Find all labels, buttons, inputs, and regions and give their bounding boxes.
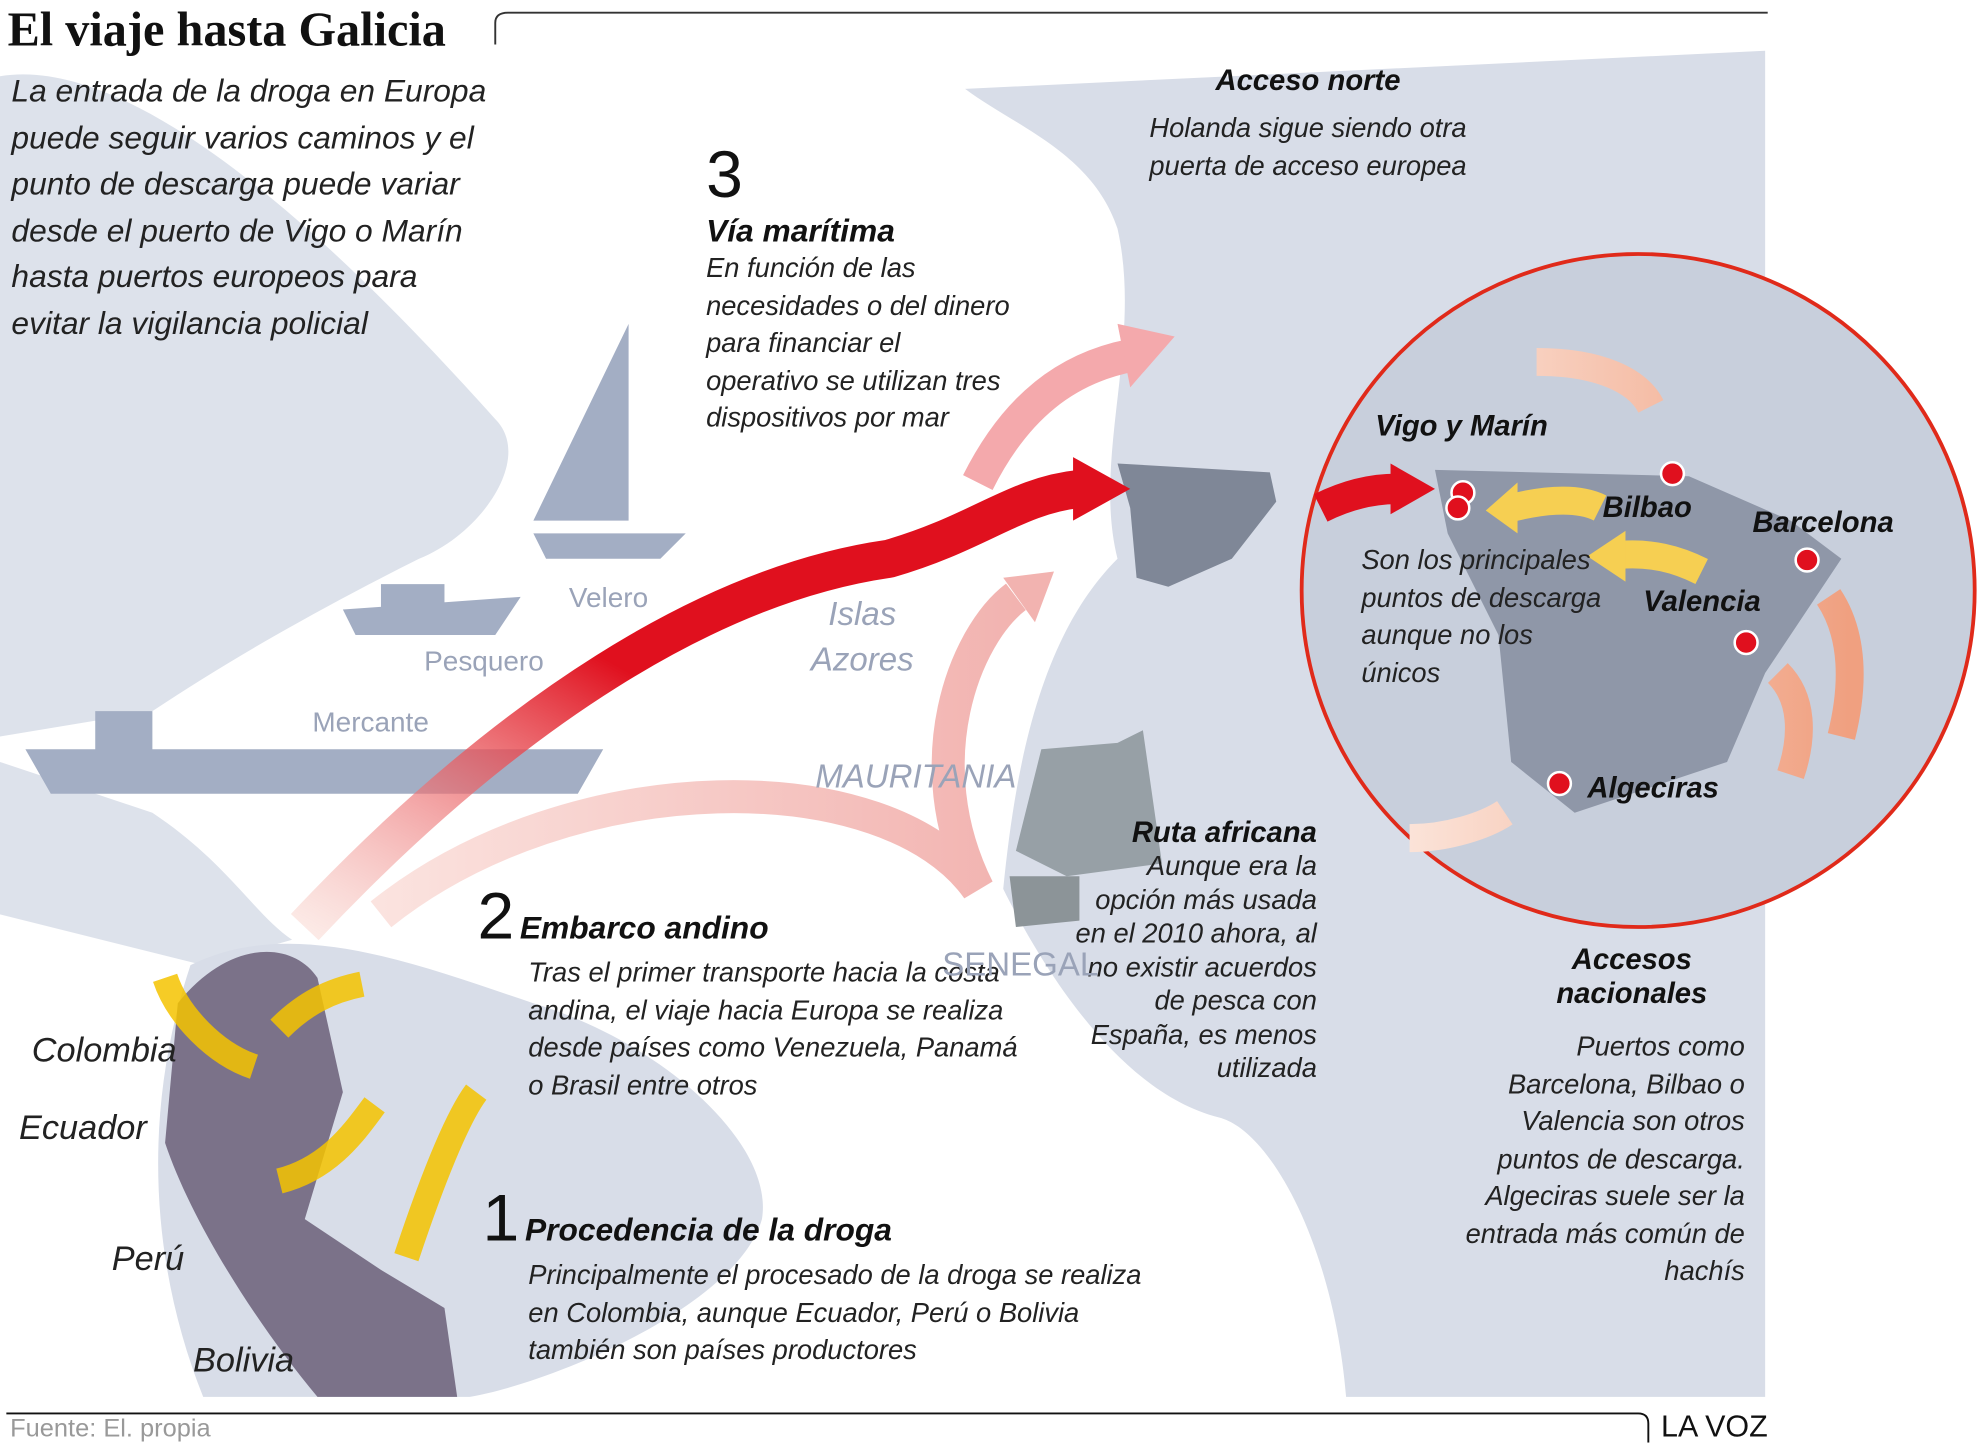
label-peru: Perú [111,1239,185,1278]
step-heading: Vía marítima [706,213,895,249]
city-valencia: Valencia [1643,584,1761,618]
sailboat-icon [533,323,686,559]
brand-logo: LA VOZ [1661,1409,1768,1444]
step-text: Principalmente el procesado de la droga … [528,1259,1142,1366]
label-azores: Islas Azores [810,594,914,679]
step-number: 3 [706,138,743,213]
step-text: Tras el primer transporte hacia la costa… [528,957,1018,1101]
central-america-land [0,761,293,966]
african-route: Ruta africana Aunque era la opción más u… [1073,815,1317,1085]
inset-yellow-arrow-2 [1618,540,1708,585]
inset-spain [1434,469,1842,813]
north-arrowhead [1117,323,1175,388]
north-text: Holanda sigue siendo otra puerta de acce… [1149,113,1467,181]
andean-yellow-arrows [153,971,487,1262]
step-number: 1 [482,1182,520,1256]
city-bilbao: Bilbao [1602,490,1692,524]
city-dots [1445,460,1820,797]
north-heading: Acceso norte [1215,63,1401,97]
title-frame-line [494,11,1768,45]
route-main-arrow [290,469,1082,941]
page-title: El viaje hasta Galicia [7,3,446,58]
inset-orange-arrows [1409,347,1864,853]
step-3: 3 Vía marítima En función de las necesid… [706,137,1011,437]
step-heading: Embarco andino [519,910,769,947]
route-north-arrow [963,339,1134,491]
step-1: 1 Procedencia de la droga Principalmente… [483,1181,1169,1370]
national-heading: Accesos nacionales [1556,942,1708,1010]
label-velero: Velero [568,581,649,614]
city-barcelona: Barcelona [1752,505,1894,539]
label-ecuador: Ecuador [19,1108,147,1147]
label-mauritania: MAURITANIA [815,756,1017,795]
senegal [1009,876,1080,928]
label-mercante: Mercante [312,706,429,738]
label-pesquero: Pesquero [424,645,544,677]
footer-line [6,1412,1650,1443]
africa-text: Aunque era la opción más usada en el 201… [1075,850,1317,1084]
national-text: Puertos como Barcelona, Bilbao o Valenci… [1465,1031,1745,1287]
inset-text: Son los principales puntos de descarga a… [1361,544,1602,688]
source-note: Fuente: El. propia [10,1414,211,1443]
spain [1117,463,1277,587]
city-vigo-marin: Vigo y Marín [1375,408,1548,442]
step-2: 2 Embarco andino Tras el primer transpor… [477,879,1023,1105]
africa-arrowhead [1003,571,1055,623]
step-number: 2 [477,880,515,954]
inset-red-arrow [1313,473,1398,522]
north-america-land [0,74,509,737]
national-access: Accesos nacionales Puertos como Barcelon… [1448,942,1745,1291]
city-algeciras: Algeciras [1587,770,1719,804]
mauritania [1015,730,1162,877]
step-heading: Procedencia de la droga [524,1212,892,1249]
main-arrowhead [1073,457,1131,521]
step-text: En función de las necesidades o del dine… [706,252,1010,434]
route-africa-arrow [370,583,1027,928]
north-access: Acceso norte Holanda sigue siendo otra p… [1143,63,1473,185]
label-bolivia: Bolivia [193,1341,295,1380]
inset-red-arrowhead [1390,463,1435,515]
label-senegal: SENEGAL [942,944,1099,983]
fishing-boat-icon [342,584,521,635]
inset-yellow-arrow-1 [1507,486,1607,522]
africa-heading: Ruta africana [1131,815,1317,849]
label-colombia: Colombia [31,1031,177,1070]
intro-text: La entrada de la droga en Europa puede s… [11,73,487,341]
